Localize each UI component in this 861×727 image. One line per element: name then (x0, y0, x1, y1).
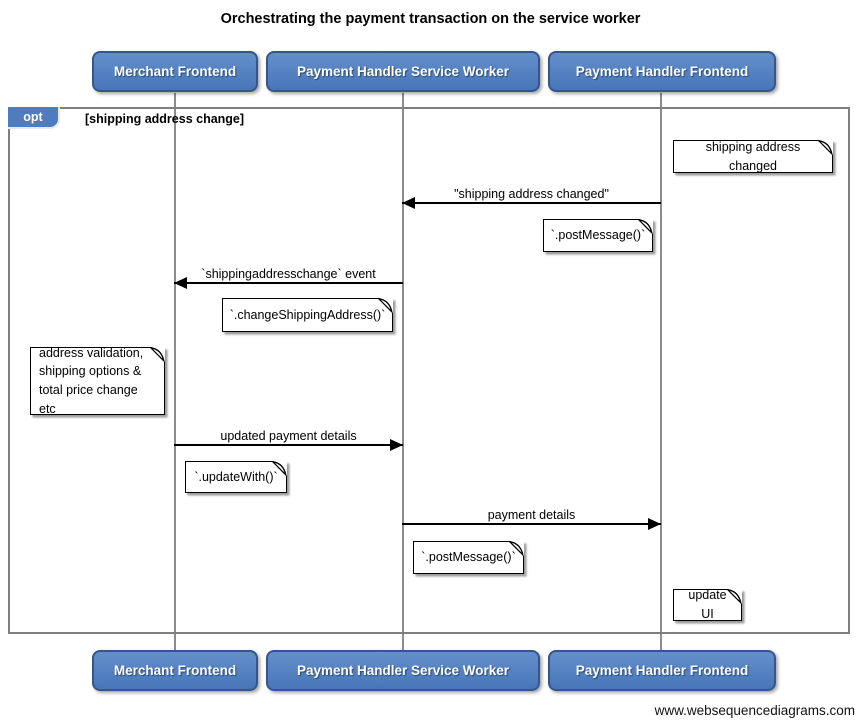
arrowhead-right-icon (648, 518, 661, 530)
message-line (402, 202, 661, 204)
actor-top-payment-handler-frontend: Payment Handler Frontend (548, 51, 776, 92)
note-fold (638, 218, 654, 234)
note-update-with: `.updateWith()` (185, 460, 288, 493)
note-fold (272, 460, 288, 476)
opt-fragment-frame: opt [shipping address change] (8, 107, 850, 634)
note-update-ui: update UI (673, 588, 743, 621)
message-label: `shippingaddresschange` event (201, 267, 376, 281)
note-text: `.postMessage()` (421, 550, 516, 565)
actor-bottom-merchant-frontend: Merchant Frontend (92, 650, 258, 691)
actor-bottom-payment-handler-service-worker: Payment Handler Service Worker (266, 650, 540, 691)
watermark: www.websequencediagrams.com (654, 703, 855, 718)
message-payment-details: payment details (402, 505, 661, 530)
note-text: shipping address changed (705, 139, 801, 173)
note-fold (378, 297, 394, 313)
message-line (174, 444, 403, 446)
lifeline-payment-handler-service-worker (402, 93, 404, 650)
diagram-title: Orchestrating the payment transaction on… (220, 11, 641, 27)
note-text: `.changeShippingAddress()` (229, 307, 386, 322)
actor-top-payment-handler-service-worker: Payment Handler Service Worker (266, 51, 540, 92)
lifeline-merchant-frontend (174, 93, 176, 650)
actor-label: Payment Handler Frontend (575, 64, 749, 79)
arrowhead-right-icon (390, 439, 403, 451)
message-label: updated payment details (220, 429, 357, 443)
message-updated-payment-details: updated payment details (174, 426, 403, 451)
opt-fragment-condition: [shipping address change] (85, 112, 245, 126)
note-text: `.updateWith()` (194, 469, 278, 484)
actor-label: Payment Handler Frontend (575, 663, 749, 678)
note-address-validation: address validation, shipping options & t… (30, 346, 166, 416)
lifeline-payment-handler-frontend (660, 93, 662, 650)
message-label: payment details (487, 508, 576, 522)
note-post-message-1: `.postMessage()` (543, 218, 654, 252)
note-post-message-2: `.postMessage()` (413, 540, 525, 574)
note-fold (727, 588, 743, 604)
message-shipping-address-changed: "shipping address changed" (402, 184, 661, 209)
note-fold (509, 540, 525, 556)
arrowhead-left-icon (402, 197, 415, 209)
note-change-shipping-address: `.changeShippingAddress()` (222, 297, 394, 332)
actor-label: Payment Handler Service Worker (296, 64, 510, 79)
note-fold (818, 139, 834, 155)
message-shippingaddresschange-event: `shippingaddresschange` event (174, 264, 403, 289)
actor-top-merchant-frontend: Merchant Frontend (92, 51, 258, 92)
arrowhead-left-icon (174, 277, 187, 289)
note-text: address validation, shipping options & t… (39, 345, 144, 416)
opt-fragment-operator-tab: opt (8, 107, 60, 129)
actor-label: Merchant Frontend (113, 64, 237, 79)
note-text: update UI (688, 588, 727, 621)
message-line (402, 523, 661, 525)
actor-label: Merchant Frontend (113, 663, 237, 678)
message-line (174, 282, 403, 284)
note-shipping-address-changed: shipping address changed (673, 139, 834, 173)
note-text: `.postMessage()` (550, 228, 646, 243)
message-label: "shipping address changed" (454, 187, 609, 201)
actor-bottom-payment-handler-frontend: Payment Handler Frontend (548, 650, 776, 691)
actor-label: Payment Handler Service Worker (296, 663, 510, 678)
note-fold (150, 346, 166, 362)
